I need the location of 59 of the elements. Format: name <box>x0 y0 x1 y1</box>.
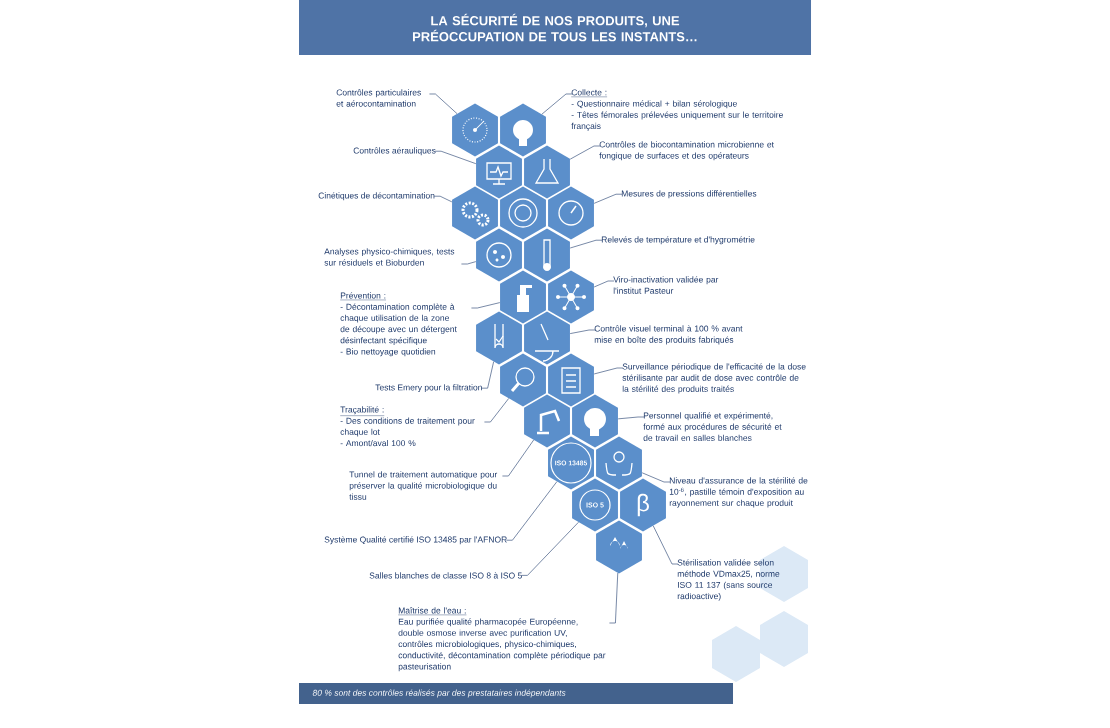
leader-line <box>484 398 509 423</box>
hexagon-tile <box>452 186 498 240</box>
hexagon-tile <box>524 228 570 282</box>
callout-text: Surveillance périodique de l'efficacité de la dose stérilisante par audit de dose avec contrôle de la stérilité des produits traités <box>622 363 806 394</box>
leader-line <box>593 367 624 375</box>
callout-text: Prévention : - Décontamination complète à chaque utilisation de la zone de découpe avec un détergent désinfectant spécifique - Bio nettoyage quotidien <box>340 292 457 357</box>
hexagon-tile <box>548 270 594 324</box>
hexagon-tile <box>596 436 642 490</box>
leader-line <box>461 261 477 265</box>
leader-line <box>569 145 601 160</box>
hexagon-tile <box>476 228 522 282</box>
callout-text: Tunnel de traitement automatique pour préserver la qualité microbiologique du tissu <box>349 471 498 500</box>
callout-text: Contrôle visuel terminal à 100 % avant mise en boîte des produits fabriqués <box>594 325 743 345</box>
callout-text: Viro-inactivation validée par l'institut Pasteur <box>613 276 719 294</box>
callout-text: Collecte : - Questionnaire médical + bilan sérologique - Têtes fémorales prélevées uniquement sur le territoire français <box>571 89 783 131</box>
hexagon-tile <box>524 394 570 448</box>
leader-line <box>641 472 671 483</box>
leader-line <box>481 361 494 389</box>
title-banner: LA SÉCURITÉ DE NOS PRODUITS, UNE PRÉOCCUPATION DE TOUS LES INSTANTS… <box>299 0 811 55</box>
leader-line <box>617 416 645 420</box>
leader-line <box>609 572 619 624</box>
leader-line <box>593 193 623 204</box>
hexagon-tile <box>500 353 546 407</box>
callout-text: Relevés de température et d'hygrométrie <box>601 236 755 245</box>
leader-line <box>434 150 477 164</box>
footer-banner: 80 % sont des contrôles réalisés par des prestataires indépendants <box>299 683 733 704</box>
callout-text: Traçabilité : - Des conditions de traitement pour chaque lot - Amont/aval 100 % <box>340 406 475 447</box>
callout-text: Système Qualité certifié ISO 13485 par l'AFNOR <box>324 536 507 545</box>
callout-text: Contrôles aérauliques <box>353 147 436 156</box>
leader-line <box>569 239 603 249</box>
callout-text: Maîtrise de l'eau : Eau purifiée qualité pharmacopée Européenne, double osmose inverse avec purification UV, contrôles microbiologiques, physico-chimiques, conductivité, décontamination complète périodique par pasteurisation <box>398 607 606 672</box>
callout-text: Cinétiques de décontamination <box>318 192 435 201</box>
hexagon-tile <box>476 311 522 365</box>
callout-text: Tests Emery pour la filtration <box>375 384 482 393</box>
leader-line <box>429 93 458 114</box>
callout-text: Contrôles particulaires et aérocontamination <box>336 89 421 107</box>
callout-text: Niveau d'assurance de la stérilité de 10$^{-6}$, pastille témoin d'exposition au rayonnement sur chaque produit <box>669 477 808 508</box>
callout-text: Mesures de pressions différentielles <box>621 190 757 199</box>
hexagon-tile <box>524 311 570 365</box>
leader-line <box>502 439 534 477</box>
hexagon-tile <box>452 103 498 157</box>
callout-text: Analyses physico-chimiques, tests sur résiduels et Bioburden <box>324 248 455 266</box>
hexagon-tile <box>500 186 546 240</box>
hexagon-tile <box>548 186 594 240</box>
hexagon-tile <box>524 145 570 199</box>
leader-line <box>506 481 558 541</box>
leader-line <box>569 329 596 334</box>
leader-line <box>433 195 453 203</box>
hexagon-tile: β <box>620 478 666 532</box>
callout-text: Personnel qualifié et expérimenté, formé aux procédures de sécurité et de travail en salles blanches <box>643 412 782 441</box>
leader-line <box>471 302 501 309</box>
leader-line <box>593 280 615 288</box>
callout-text: Salles blanches de classe ISO 8 à ISO 5 <box>369 572 522 579</box>
callout-text: Stérilisation validée selon méthode VDmax25, norme ISO 11 137 (sans source radioactive) <box>677 559 780 601</box>
callout-text: Contrôles de biocontamination microbienne et fongique de surfaces et des opérateurs <box>599 141 774 161</box>
hexagon-tile <box>596 520 642 574</box>
leader-line <box>521 521 579 576</box>
leader-line <box>541 93 573 115</box>
leader-line <box>652 525 679 565</box>
